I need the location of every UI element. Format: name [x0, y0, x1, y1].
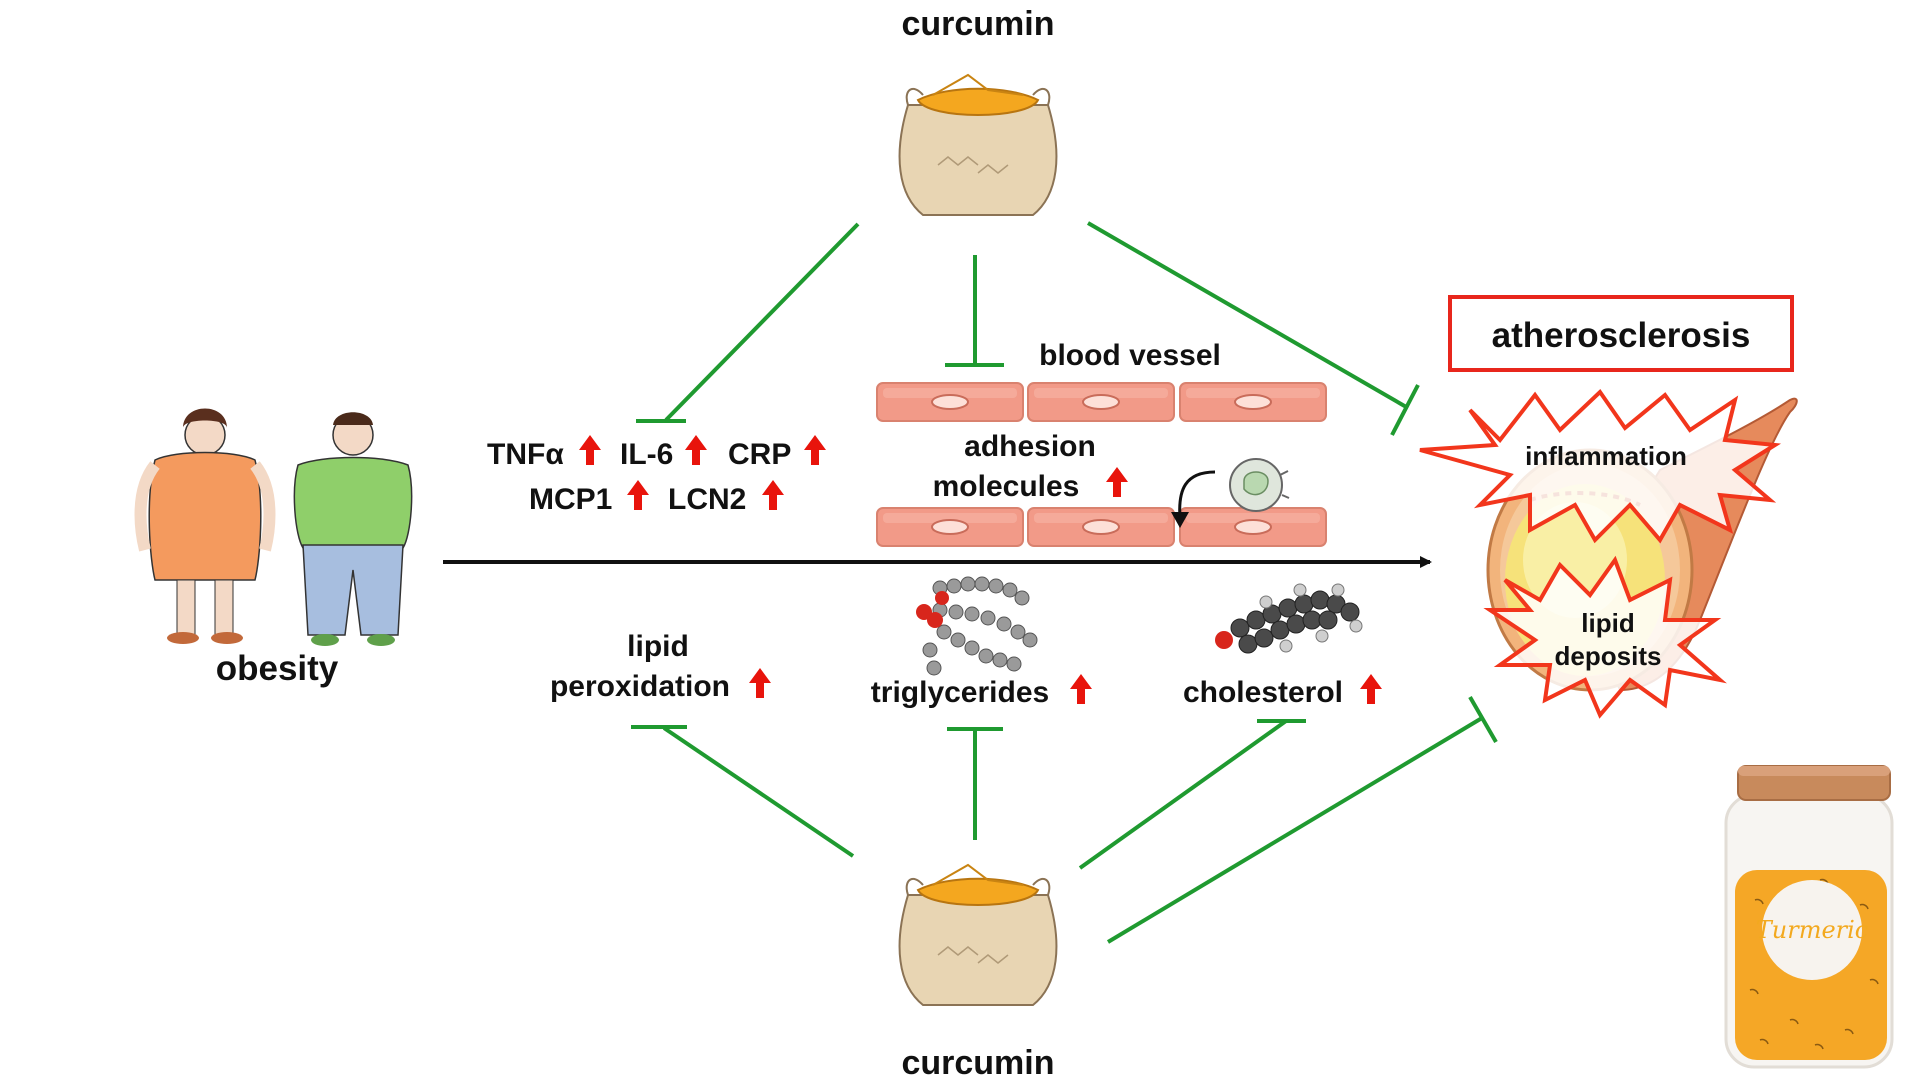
red-up-arrow-icon — [579, 435, 601, 465]
inflammation-label: inflammation — [1525, 441, 1687, 471]
marker-il6: IL-6 — [620, 438, 673, 471]
lipid-deposits-line2: deposits — [1555, 641, 1662, 671]
triglyceride-molecule-icon — [916, 576, 1038, 676]
obese-man-icon — [293, 412, 413, 646]
inhibit-line-cholesterol — [1078, 719, 1288, 870]
inhibit-bar-atherosclerosis-bottom — [1468, 695, 1498, 744]
jar-label: Turmeric — [1756, 916, 1869, 944]
inhibition-lines — [631, 221, 1498, 944]
red-up-arrow-icon — [1070, 674, 1092, 704]
curcumin-bottom-label: curcumin — [901, 1044, 1054, 1080]
inhibit-line-lipid — [662, 726, 855, 858]
curcumin-sack-bottom-icon — [898, 864, 1058, 1006]
curcumin-top-label: curcumin — [901, 5, 1054, 43]
red-up-arrow-icon — [627, 480, 649, 510]
marker-lcn2: LCN2 — [668, 483, 746, 516]
cytokine-markers: TNFα IL-6 CRP MCP1 LCN2 — [487, 435, 826, 516]
red-up-arrow-icon — [762, 480, 784, 510]
turmeric-jar-icon: Turmeric — [1724, 765, 1894, 1069]
marker-mcp1: MCP1 — [529, 483, 612, 516]
curcumin-sack-top-icon — [898, 74, 1058, 216]
marker-crp: CRP — [728, 438, 791, 471]
inhibit-bar-atherosclerosis-top — [1390, 384, 1420, 436]
blood-vessel-label: blood vessel — [1039, 339, 1221, 372]
migration-arrow-icon — [1178, 470, 1216, 519]
red-up-arrow-icon — [685, 435, 707, 465]
obesity-label: obesity — [216, 649, 339, 688]
lipid-deposits-line1: lipid — [1581, 608, 1634, 638]
adhesion-label-line2: molecules — [933, 470, 1080, 503]
monocyte-icon — [1229, 458, 1290, 512]
red-up-arrow-icon — [749, 668, 771, 698]
inhibit-line-atherosclerosis-bottom — [1106, 716, 1484, 944]
atherosclerosis-box — [1448, 295, 1794, 372]
inflammation-burst-icon — [1419, 388, 1782, 544]
adhesion-label-line1: adhesion — [964, 430, 1096, 463]
red-up-arrow-icon — [1360, 674, 1382, 704]
inhibit-line-atherosclerosis-top — [1086, 221, 1410, 410]
lipid-deposits-burst-icon — [1483, 555, 1727, 719]
lipid-peroxidation-line1: lipid — [627, 630, 689, 663]
obese-woman-icon — [134, 408, 276, 644]
red-up-arrow-icon — [804, 435, 826, 465]
triglycerides-label: triglycerides — [871, 676, 1049, 709]
inhibit-line-markers — [664, 222, 860, 422]
obese-people-icon — [134, 408, 413, 646]
marker-tnf-alpha: TNFα — [487, 438, 564, 471]
cholesterol-label: cholesterol — [1183, 676, 1343, 709]
atherosclerosis-label: atherosclerosis — [1492, 316, 1751, 355]
red-up-arrow-icon — [1106, 467, 1128, 497]
cholesterol-molecule-icon — [1215, 583, 1363, 654]
lipid-peroxidation-line2: peroxidation — [550, 670, 730, 703]
